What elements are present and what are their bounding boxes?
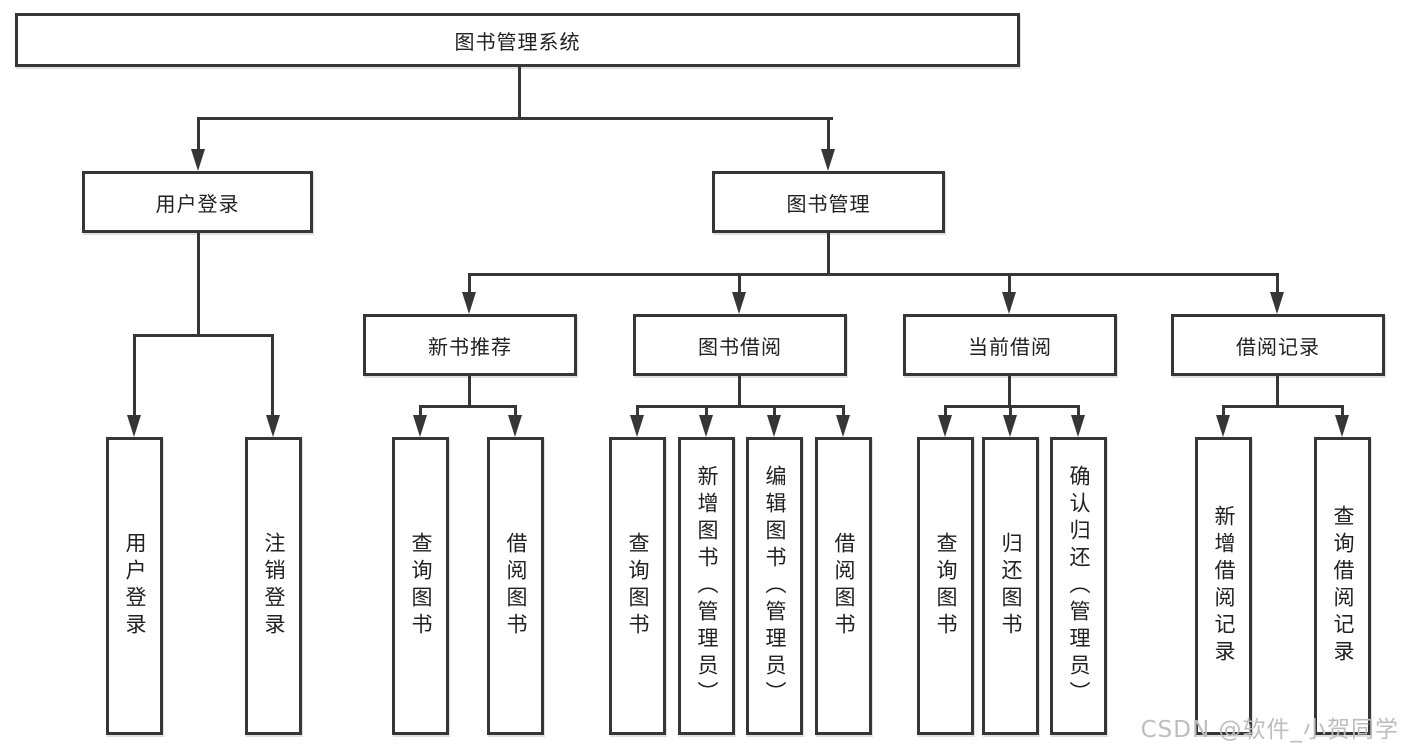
leaf-label: 注销登录 bbox=[262, 532, 286, 640]
connector-book-stem bbox=[827, 233, 830, 276]
leaf-logout: 注销登录 bbox=[245, 437, 302, 735]
leaf-confirm-return-admin: 确认归还（管理员） bbox=[1050, 437, 1107, 735]
connector-leaf-drop bbox=[1009, 405, 1012, 417]
connector-group-stem bbox=[468, 376, 471, 407]
connector-book-mgmt-drop bbox=[827, 117, 830, 152]
arrowhead-down-icon bbox=[413, 415, 427, 437]
arrowhead-down-icon bbox=[1216, 415, 1230, 437]
leaf-return-books: 归还图书 bbox=[982, 437, 1039, 735]
connector-group-drop bbox=[468, 273, 471, 295]
arrowhead-down-icon bbox=[1071, 415, 1085, 437]
node-book-borrowing: 图书借阅 bbox=[633, 314, 847, 376]
connector-leaf-drop bbox=[1341, 405, 1344, 417]
node-label: 借阅记录 bbox=[1236, 334, 1320, 359]
connector-group-rail bbox=[636, 405, 845, 408]
arrowhead-down-icon bbox=[462, 292, 476, 314]
leaf-add-books-admin: 新增图书（管理员） bbox=[678, 437, 735, 735]
connector-leaf-drop bbox=[944, 405, 947, 417]
connector-group-drop bbox=[1008, 273, 1011, 295]
arrowhead-down-icon bbox=[938, 415, 952, 437]
arrowhead-down-icon bbox=[699, 415, 713, 437]
leaf-query-books-recommend: 查询图书 bbox=[392, 437, 449, 735]
connector-user-rail bbox=[133, 334, 274, 337]
node-new-book-recommendation: 新书推荐 bbox=[363, 314, 577, 376]
arrowhead-down-icon bbox=[266, 415, 280, 437]
connector-leaf-drop bbox=[842, 405, 845, 417]
csdn-watermark: CSDN @软件_小贺同学 bbox=[1140, 717, 1399, 743]
leaf-borrow-books: 借阅图书 bbox=[815, 437, 872, 735]
leaf-label: 查询借阅记录 bbox=[1331, 505, 1355, 667]
arrowhead-down-icon bbox=[127, 415, 141, 437]
node-root-book-management-system: 图书管理系统 bbox=[15, 13, 1020, 67]
node-label: 图书借阅 bbox=[698, 334, 782, 359]
node-book-management: 图书管理 bbox=[712, 171, 945, 233]
connector-user-stem bbox=[197, 233, 200, 336]
connector-leaf-drop bbox=[271, 334, 274, 417]
arrowhead-down-icon bbox=[1002, 292, 1016, 314]
connector-group-drop bbox=[738, 273, 741, 295]
connector-group-drop bbox=[1276, 273, 1279, 295]
arrowhead-down-icon bbox=[767, 415, 781, 437]
arrowhead-down-icon bbox=[630, 415, 644, 437]
arrowhead-down-icon bbox=[508, 415, 522, 437]
node-label: 图书管理系统 bbox=[454, 29, 581, 54]
arrowhead-down-icon bbox=[1003, 415, 1017, 437]
leaf-label: 查询图书 bbox=[409, 532, 433, 640]
leaf-query-books-current: 查询图书 bbox=[917, 437, 974, 735]
connector-leaf-drop bbox=[133, 334, 136, 417]
leaf-query-borrow-record: 查询借阅记录 bbox=[1314, 437, 1371, 735]
node-current-borrowing: 当前借阅 bbox=[903, 314, 1117, 376]
node-label: 当前借阅 bbox=[968, 334, 1052, 359]
leaf-label: 确认归还（管理员） bbox=[1067, 464, 1091, 708]
node-user-login: 用户登录 bbox=[82, 171, 313, 233]
arrowhead-down-icon bbox=[836, 415, 850, 437]
leaf-edit-books-admin: 编辑图书（管理员） bbox=[746, 437, 803, 735]
connector-group-rail bbox=[419, 405, 517, 408]
connector-leaf-drop bbox=[419, 405, 422, 417]
connector-group-stem bbox=[738, 376, 741, 407]
leaf-label: 用户登录 bbox=[123, 532, 147, 640]
leaf-label: 借阅图书 bbox=[832, 532, 856, 640]
leaf-label: 归还图书 bbox=[999, 532, 1023, 640]
leaf-query-books-borrowing: 查询图书 bbox=[609, 437, 666, 735]
connector-leaf-drop bbox=[1077, 405, 1080, 417]
connector-leaf-drop bbox=[514, 405, 517, 417]
node-label: 图书管理 bbox=[786, 191, 871, 216]
leaf-label: 借阅图书 bbox=[504, 532, 528, 640]
connector-leaf-drop bbox=[773, 405, 776, 417]
arrowhead-down-icon bbox=[1335, 415, 1349, 437]
arrowhead-down-icon bbox=[821, 149, 835, 171]
node-borrowing-records: 借阅记录 bbox=[1171, 314, 1385, 376]
leaf-add-borrow-record: 新增借阅记录 bbox=[1195, 437, 1252, 735]
arrowhead-down-icon bbox=[191, 149, 205, 171]
leaf-label: 查询图书 bbox=[934, 532, 958, 640]
connector-leaf-drop bbox=[1222, 405, 1225, 417]
arrowhead-down-icon bbox=[732, 292, 746, 314]
connector-leaf-drop bbox=[705, 405, 708, 417]
connector-user-login-drop bbox=[197, 117, 200, 152]
connector-leaf-drop bbox=[636, 405, 639, 417]
connector-root-stem bbox=[518, 65, 521, 120]
node-label: 用户登录 bbox=[155, 191, 240, 216]
leaf-label: 编辑图书（管理员） bbox=[763, 464, 787, 708]
connector-group-rail bbox=[1222, 405, 1344, 408]
arrowhead-down-icon bbox=[1270, 292, 1284, 314]
leaf-borrow-books-recommend: 借阅图书 bbox=[487, 437, 544, 735]
leaf-label: 新增借阅记录 bbox=[1212, 505, 1236, 667]
leaf-label: 查询图书 bbox=[626, 532, 650, 640]
leaf-user-login: 用户登录 bbox=[106, 437, 163, 735]
node-label: 新书推荐 bbox=[428, 334, 512, 359]
leaf-label: 新增图书（管理员） bbox=[695, 464, 719, 708]
connector-group-stem bbox=[1008, 376, 1011, 407]
connector-level2-rail bbox=[468, 273, 1279, 276]
connector-group-stem bbox=[1276, 376, 1279, 407]
connector-group-rail bbox=[944, 405, 1080, 408]
connector-level1-rail bbox=[197, 117, 833, 120]
